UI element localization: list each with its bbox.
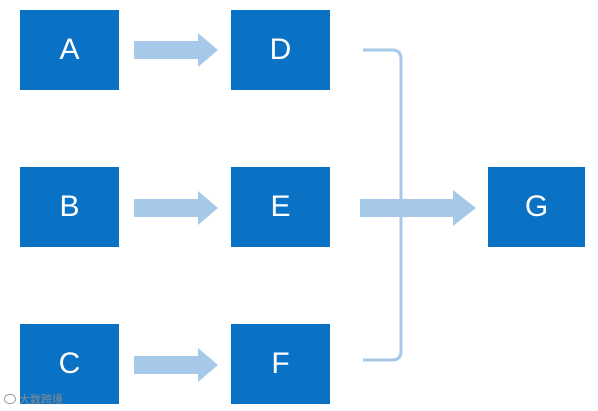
node-e: E <box>231 167 330 247</box>
node-c-label: C <box>58 347 81 380</box>
node-g-label: G <box>524 190 549 223</box>
node-a: A <box>20 10 119 90</box>
node-f-label: F <box>271 347 290 380</box>
watermark: 大数跨境 <box>4 391 63 407</box>
arrow-b-to-e <box>134 191 218 225</box>
node-e-label: E <box>270 190 291 223</box>
node-c: C <box>20 324 119 404</box>
node-a-label: A <box>59 33 80 66</box>
arrow-to-g <box>360 190 476 226</box>
node-g: G <box>488 167 585 247</box>
arrow-a-to-d <box>134 33 218 67</box>
node-b-label: B <box>59 190 80 223</box>
node-b: B <box>20 167 119 247</box>
arrow-c-to-f <box>134 348 218 382</box>
logo-mark-icon <box>4 394 16 404</box>
watermark-text: 大数跨境 <box>19 393 63 406</box>
node-d-label: D <box>269 33 292 66</box>
node-f: F <box>231 324 330 404</box>
node-d: D <box>231 10 330 90</box>
